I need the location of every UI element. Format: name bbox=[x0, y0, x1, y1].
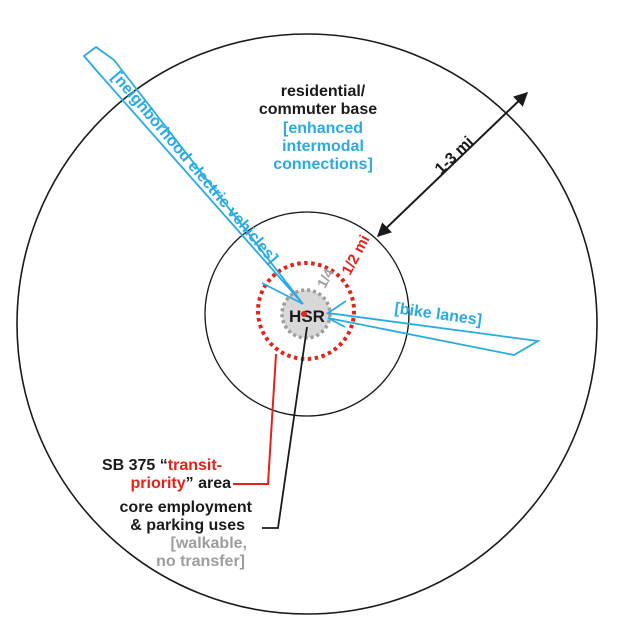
half-mile-label: 1/2 mi bbox=[339, 232, 374, 278]
nev-route bbox=[82, 45, 304, 305]
bike-route bbox=[325, 300, 541, 356]
outer-ring-sub-line2: intermodal bbox=[282, 138, 364, 155]
outer-ring-sub-line3: connections] bbox=[273, 156, 373, 173]
outer-ring-title-line2: commuter base bbox=[259, 101, 377, 118]
radius-arrow bbox=[376, 92, 529, 237]
transit-priority-suffix: ” area bbox=[186, 475, 231, 492]
transit-priority-label-line1: SB 375 “transit- bbox=[102, 457, 222, 474]
inner-ring bbox=[204, 211, 410, 417]
core-employment-leader bbox=[262, 326, 308, 529]
core-sub-line2: no transfer] bbox=[156, 553, 245, 570]
outer-ring-sub-line1: [enhanced bbox=[283, 120, 363, 137]
outer-ring-title-line1: residential/ bbox=[281, 83, 366, 100]
outer-ring-1-3-mi bbox=[16, 33, 598, 615]
transit-priority-leader bbox=[233, 353, 277, 485]
transit-priority-red-2: priority bbox=[131, 475, 186, 492]
core-sub-line1: [walkable, bbox=[171, 535, 247, 552]
hsr-label: HSR bbox=[289, 307, 325, 326]
transit-priority-prefix: SB 375 “ bbox=[102, 457, 168, 474]
core-label-line1: core employment bbox=[120, 499, 253, 516]
core-label-line2: & parking uses bbox=[130, 517, 245, 534]
hsr-station-dot bbox=[301, 311, 307, 317]
radius-label: 1-3 mi bbox=[432, 134, 477, 178]
half-mile-ring bbox=[256, 261, 356, 361]
half-mile-label-group: 1/2 mi bbox=[339, 232, 374, 278]
nev-route-label: [neighborhood electric vehicles] bbox=[108, 69, 281, 267]
transit-priority-red-1: transit- bbox=[168, 457, 222, 474]
bike-route-label: [bike lanes] bbox=[393, 300, 483, 329]
transit-priority-label-line2: priority” area bbox=[131, 475, 232, 492]
